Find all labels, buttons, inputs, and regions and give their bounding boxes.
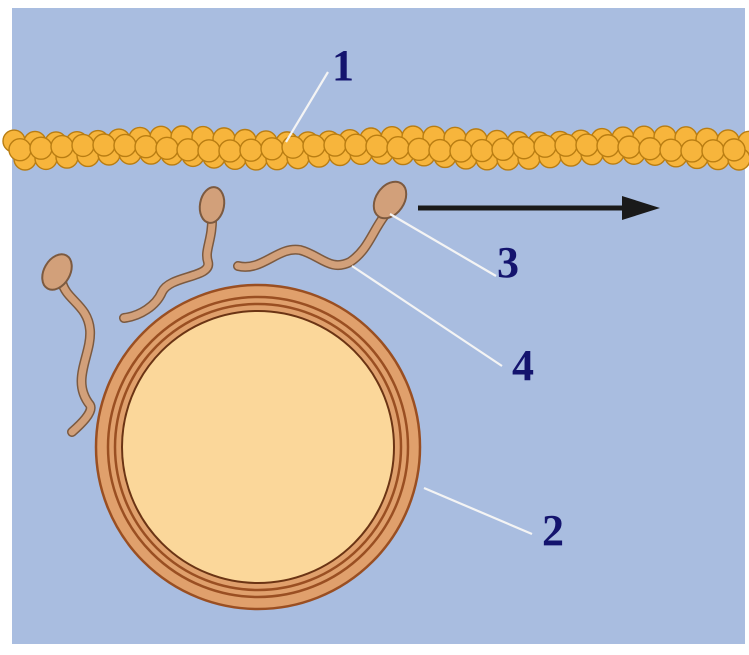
cell-ball xyxy=(135,136,157,158)
cell-ball xyxy=(93,134,115,156)
label-4: 4 xyxy=(512,341,534,390)
cell-ball xyxy=(240,139,262,161)
cell-ball xyxy=(282,136,304,158)
cell-ball xyxy=(681,140,703,162)
cell-ball xyxy=(471,140,493,162)
cell-ball xyxy=(429,140,451,162)
label-3: 3 xyxy=(497,238,519,287)
cell-ball xyxy=(408,138,430,160)
cell-ball xyxy=(555,134,577,156)
cell-ball xyxy=(114,134,136,156)
cell-ball xyxy=(723,139,745,161)
egg-cell xyxy=(96,285,420,609)
cell-ball xyxy=(618,136,640,158)
cell-ball xyxy=(366,135,388,157)
cell-ball xyxy=(513,137,535,159)
cell-ball xyxy=(660,139,682,161)
label-2: 2 xyxy=(542,506,564,555)
cell-ball xyxy=(576,134,598,156)
cell-ball xyxy=(702,140,724,162)
cell-ball xyxy=(450,140,472,162)
label-1: 1 xyxy=(332,41,354,90)
cell-ball xyxy=(639,138,661,160)
cell-ball xyxy=(597,135,619,157)
cell-ball xyxy=(387,137,409,159)
cell-ball xyxy=(303,135,325,157)
cell-ball xyxy=(156,137,178,159)
cell-ball xyxy=(198,140,220,162)
cell-ball xyxy=(51,136,73,158)
cell-ball xyxy=(219,140,241,162)
cell-ball xyxy=(345,134,367,156)
cell-ball xyxy=(261,138,283,160)
cell-ball xyxy=(324,134,346,156)
cell-ball xyxy=(534,135,556,157)
cell-ball xyxy=(72,134,94,156)
cell-ball xyxy=(492,138,514,160)
cell-ball xyxy=(9,139,31,161)
egg-cytoplasm xyxy=(122,311,394,583)
cell-ball xyxy=(30,137,52,159)
cell-ball xyxy=(177,139,199,161)
